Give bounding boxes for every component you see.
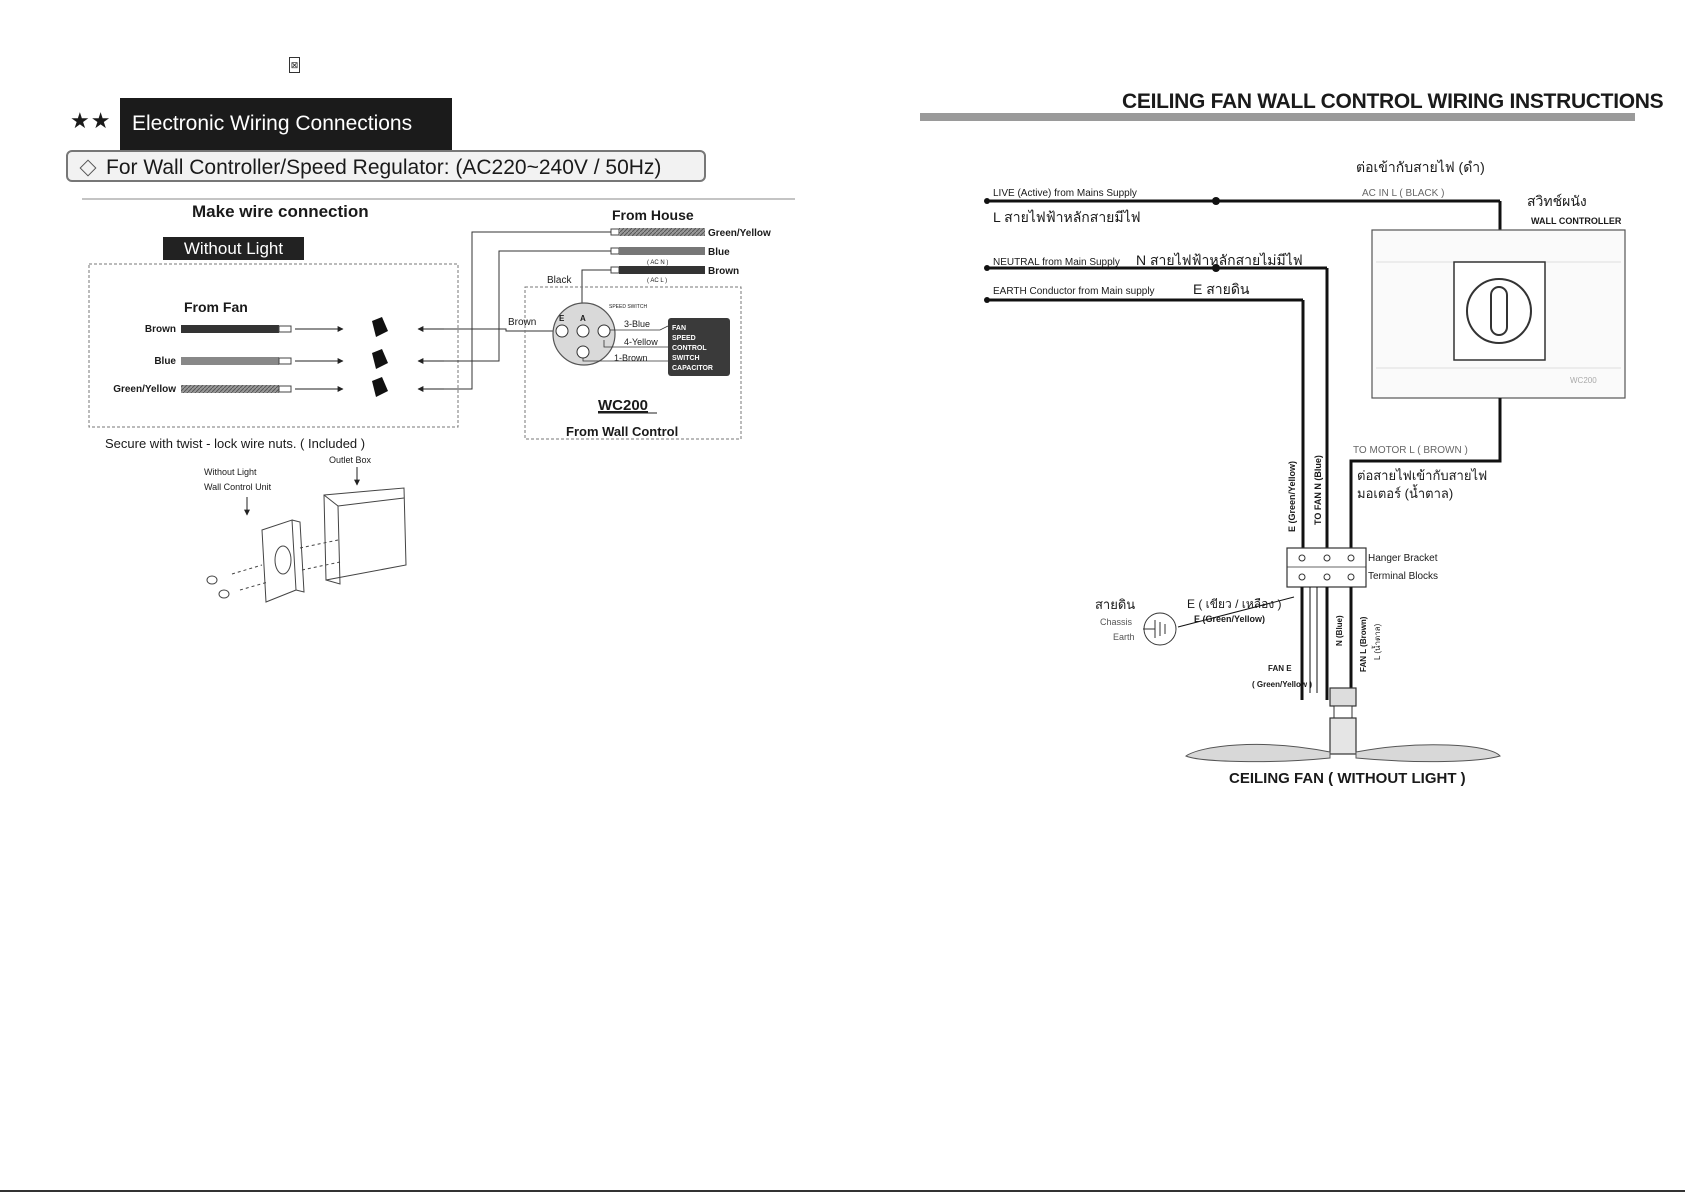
e-thai-label: E ( เขียว / เหลือง ) [1187, 597, 1282, 611]
speed-line-3 [610, 325, 669, 331]
from-wall-control-label: From Wall Control [566, 424, 678, 439]
fan-wire-label: Brown [145, 324, 176, 335]
motor-line [1349, 398, 1502, 550]
fan-wire-blue: Blue [154, 349, 444, 369]
vertical-neutral-label: TO FAN N (Blue) [1313, 455, 1323, 525]
earth-thai: E สายดิน [1193, 281, 1250, 297]
speed-line-4 [603, 340, 668, 348]
motor-thai-2: มอเตอร์ (น้ำตาล) [1357, 484, 1453, 501]
house-wire-sub: ( AC L ) [647, 278, 667, 284]
house-wire-sub: ( AC N ) [647, 260, 668, 266]
fan-e-label-1: FAN E [1268, 664, 1292, 673]
capacitor-line: SPEED [672, 335, 696, 342]
ac-in-label: AC IN L ( BLACK ) [1362, 188, 1444, 199]
fan-wire-label: Blue [154, 356, 176, 367]
section-header: Electronic Wiring Connections [120, 98, 452, 150]
earth-label: EARTH Conductor from Main supply [993, 286, 1155, 297]
fan-l-label: FAN L (Brown) [1359, 616, 1368, 672]
live-label: LIVE (Active) from Mains Supply [993, 188, 1137, 199]
house-wire-label: Green/Yellow [708, 228, 771, 239]
live-thai: L สายไฟฟ้าหลักสายมีไฟ [993, 209, 1141, 225]
without-light-badge: Without Light [163, 237, 304, 260]
n-blue-label: N (Blue) [1335, 615, 1344, 646]
house-earth-line [444, 231, 611, 390]
speed-label: 4-Yellow [624, 337, 658, 347]
house-wire-label: Blue [708, 247, 730, 258]
house-wire-label: Brown [708, 266, 739, 277]
model-label: WC200 [598, 397, 648, 414]
speed-switch-label: SPEED SWITCH [609, 304, 647, 310]
wall-controller: WC200 [1371, 229, 1626, 399]
capacitor-block: FAN SPEED CONTROL SWITCH CAPACITOR [668, 318, 730, 376]
make-connection-label: Make wire connection [192, 202, 369, 221]
motor-thai-1: ต่อสายไฟเข้ากับสายไฟ [1357, 468, 1487, 483]
right-page-title: CEILING FAN WALL CONTROL WIRING INSTRUCT… [1122, 90, 1664, 113]
wall-controller-label: WALL CONTROLLER [1531, 216, 1622, 226]
l-thai-label: L (น้ำตาล) [1371, 623, 1382, 660]
capacitor-line: SWITCH [672, 355, 700, 362]
fan-wire-green-yellow: Green/Yellow [113, 377, 444, 397]
switch-brown-line [444, 328, 559, 332]
capacitor-line: FAN [672, 325, 686, 332]
from-house-label: From House [612, 207, 694, 223]
controller-tag: WC200 [1570, 376, 1597, 385]
wall-thai: สวิทช์ผนัง [1527, 193, 1587, 209]
neutral-line [984, 264, 1329, 550]
house-neutral-line [444, 250, 611, 362]
fan-e-label-2: ( Green/Yellow ) [1252, 680, 1312, 689]
brown-label: Brown [508, 317, 536, 328]
chassis-label-1: Chassis [1100, 617, 1133, 627]
from-fan-label: From Fan [184, 299, 248, 315]
speed-line-1 [582, 358, 668, 362]
neutral-thai: N สายไฟฟ้าหลักสายไม่มีไฟ [1136, 252, 1303, 268]
speed-label: 3-Blue [624, 319, 650, 329]
house-wire-green-yellow: Green/Yellow [610, 228, 771, 239]
title-underline-bar [920, 113, 1635, 121]
terminal-label: E [559, 314, 565, 323]
earth-line [984, 297, 1305, 550]
terminal-label: A [580, 314, 586, 323]
earth-thai-2: สายดิน [1095, 597, 1135, 612]
missing-glyph-box: ⊠ [289, 57, 300, 73]
outlet-box-label: Outlet Box [329, 455, 372, 465]
ac-in-thai: ต่อเข้ากับสายไฟ (ดำ) [1356, 159, 1485, 175]
speed-label: 1-Brown [614, 353, 648, 363]
wire-nut-icon [372, 317, 388, 337]
wall-control-box [524, 286, 742, 440]
hanger-label-1: Hanger Bracket [1368, 553, 1438, 564]
neutral-label: NEUTRAL from Main Supply [993, 257, 1120, 268]
from-fan-box [88, 263, 459, 428]
fan-wire-brown: Brown [145, 317, 444, 337]
e-gy-label: E (Green/Yellow) [1194, 614, 1265, 624]
secure-note: Secure with twist - lock wire nuts. ( In… [105, 436, 365, 451]
live-line [984, 197, 1502, 230]
house-wire-brown: Brown ( AC L ) [610, 266, 739, 284]
capacitor-line: CONTROL [672, 345, 707, 352]
hanger-label-2: Terminal Blocks [1368, 571, 1438, 582]
terminal-block [1286, 547, 1367, 588]
double-star-icon: ★★ [70, 108, 112, 133]
subheader-box: For Wall Controller/Speed Regulator: (AC… [66, 150, 706, 182]
to-motor-label: TO MOTOR L ( BROWN ) [1353, 445, 1468, 456]
vertical-earth-label: E (Green/Yellow) [1287, 461, 1297, 532]
chassis-earth-wire [1177, 596, 1295, 628]
unit-label-2: Wall Control Unit [204, 482, 272, 492]
wire-nut-icon [372, 349, 388, 369]
wire-nut-icon [372, 377, 388, 397]
wall-control-unit-illustration [206, 487, 407, 603]
capacitor-line: CAPACITOR [672, 365, 713, 372]
ceiling-fan-caption: CEILING FAN ( WITHOUT LIGHT ) [1229, 770, 1466, 787]
ceiling-fan-illustration [1184, 687, 1501, 763]
subheader-text: For Wall Controller/Speed Regulator: (AC… [106, 156, 662, 179]
speed-switch: E A [552, 302, 616, 366]
fan-wire-label: Green/Yellow [113, 384, 176, 395]
unit-label-1: Without Light [204, 467, 257, 477]
house-wire-blue: Blue ( AC N ) [610, 247, 730, 266]
chassis-label-2: Earth [1113, 632, 1135, 642]
black-label: Black [547, 275, 572, 286]
